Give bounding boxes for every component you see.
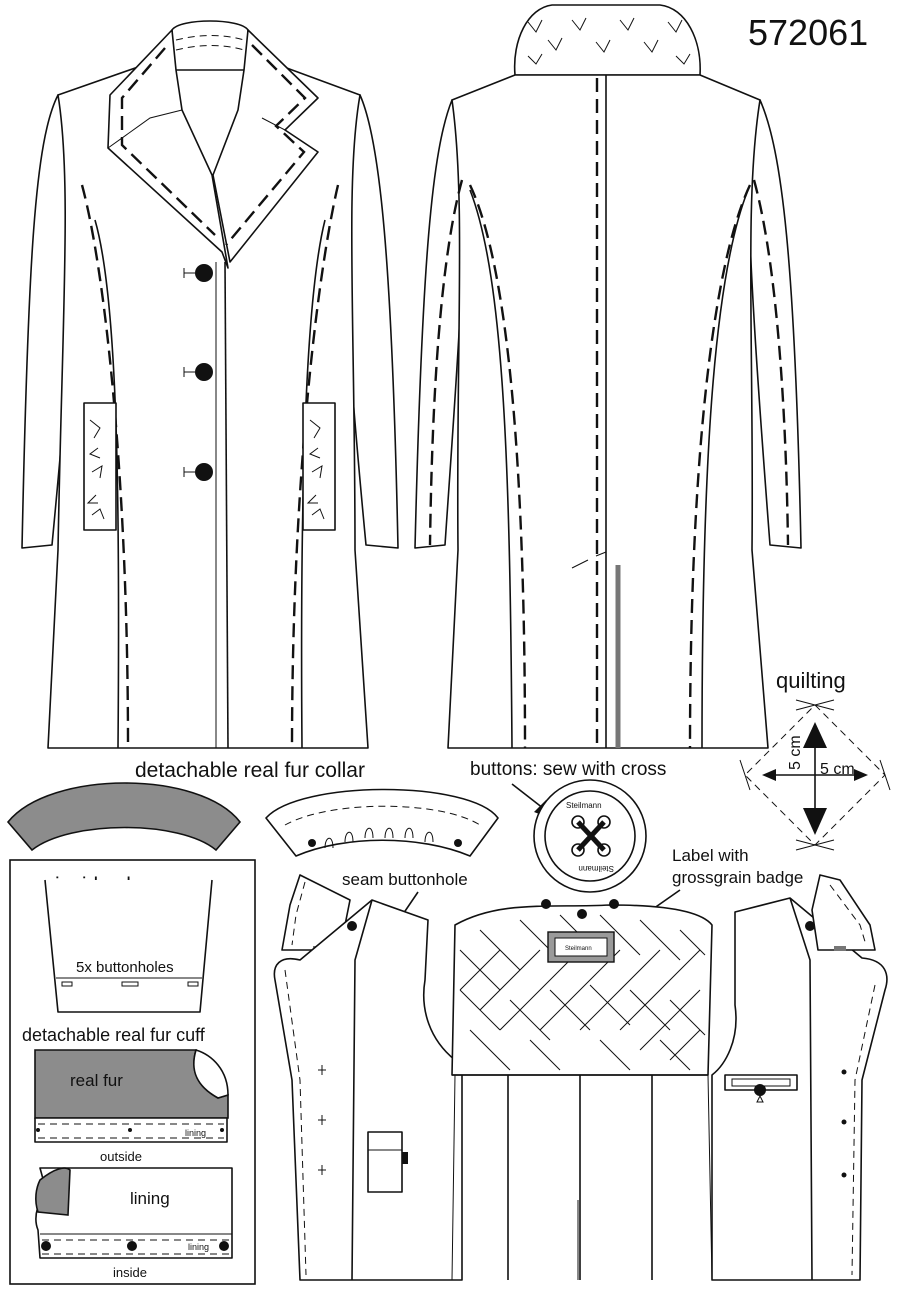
quilting-label: quilting xyxy=(776,668,846,693)
coat-back-view xyxy=(414,4,802,749)
interior-loop-button xyxy=(577,909,587,919)
front-neck-stand xyxy=(169,20,251,71)
quilting-arrow-left xyxy=(762,769,776,781)
front-body xyxy=(47,59,369,749)
button-brand-bottom: Steilmann xyxy=(578,864,614,873)
badge-text: Steilmann xyxy=(565,946,592,952)
interior-pocket-left xyxy=(367,1131,403,1193)
fur-collar-button xyxy=(454,839,462,847)
coat-interior-view: Steilmann xyxy=(273,874,888,1281)
cuff-lining-label-1: lining xyxy=(185,1128,206,1138)
interior-back-yoke xyxy=(451,904,713,1076)
front-button xyxy=(195,463,213,481)
front-right-pocket xyxy=(302,402,336,531)
outside-label: outside xyxy=(100,1149,142,1164)
front-left-collar xyxy=(107,29,229,269)
interior-right-front xyxy=(711,897,888,1281)
back-body xyxy=(447,74,769,749)
label-callout-line1: Label with xyxy=(672,846,749,865)
fur-cuff-label: detachable real fur cuff xyxy=(22,1025,206,1045)
button-brand-top: Steilmann xyxy=(566,801,602,810)
label-callout-line2: grossgrain badge xyxy=(672,868,803,887)
coat-front-view xyxy=(21,20,399,749)
interior-loop-button xyxy=(609,899,619,909)
fur-collar-button xyxy=(308,839,316,847)
article-number: 572061 xyxy=(748,12,868,53)
front-right-collar xyxy=(212,29,319,263)
quilting-dim-horizontal: 5 cm xyxy=(820,761,855,778)
seam-buttonhole-label: seam buttonhole xyxy=(342,870,468,889)
fur-collar-underside xyxy=(265,788,499,857)
buttonholes-label: 5x buttonholes xyxy=(76,959,174,976)
cuff-lining-label-2: lining xyxy=(188,1242,209,1252)
quilting-arrow-right xyxy=(854,769,868,781)
front-left-pocket xyxy=(83,402,117,531)
front-button xyxy=(195,264,213,282)
cuff-details-box xyxy=(9,859,256,1285)
fur-collar-label: detachable real fur collar xyxy=(135,759,365,782)
real-fur-label: real fur xyxy=(70,1071,123,1090)
back-right-sleeve xyxy=(747,99,802,549)
fur-collar-shape xyxy=(6,782,242,852)
quilting-arrow-up xyxy=(803,722,827,748)
quilting-dim-vertical: 5 cm xyxy=(787,735,804,770)
front-buttons xyxy=(183,264,213,481)
cuff-lining-label-large: lining xyxy=(130,1189,170,1208)
back-collar xyxy=(513,4,701,76)
front-button xyxy=(195,363,213,381)
quilting-arrow-down xyxy=(803,808,827,835)
buttons-label: buttons: sew with cross xyxy=(470,759,666,780)
cuff-outside xyxy=(34,1049,229,1143)
inside-label: inside xyxy=(113,1265,147,1280)
interior-loop-button xyxy=(541,899,551,909)
button-detail: Steilmann Steilmann xyxy=(533,779,647,893)
interior-left-front xyxy=(273,899,463,1281)
cuff-inside xyxy=(35,1167,233,1259)
quilting-diagram: quilting 5 cm 5 cm xyxy=(739,668,891,851)
inside-sleeve-shape xyxy=(44,879,213,1013)
